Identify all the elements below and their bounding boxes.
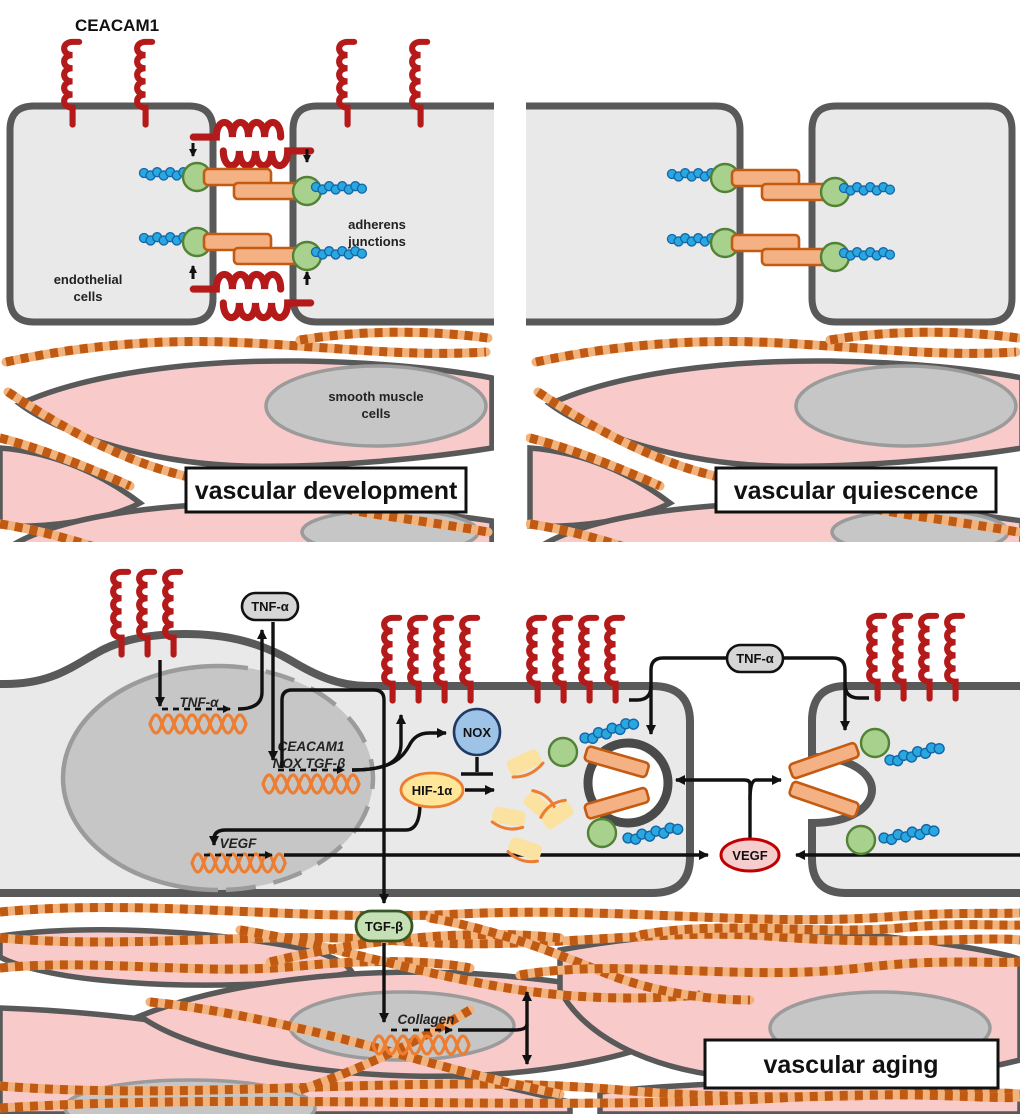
tgfb-badge: TGF-β [354, 909, 414, 943]
quiescence-label-box: vascular quiescence [714, 466, 998, 514]
smooth-muscle-layer: smooth muscle cells [0, 332, 492, 554]
panel-title: vascular quiescence [734, 477, 979, 505]
collagen-gene: Collagen [371, 991, 532, 1065]
tnf-gene: TNF-α [148, 695, 248, 735]
vegf-gene: VEGF [190, 836, 287, 874]
tnf-gene-label: TNF-α [179, 695, 219, 710]
panel-vascular-development: CEACAM1 endothelial cells adherens junct… [0, 16, 494, 554]
endothelial-cell [808, 682, 1020, 897]
nucleus [60, 663, 376, 893]
collagen-gene-label: Collagen [397, 1012, 454, 1027]
nox-enzyme: NOX [452, 707, 502, 757]
development-label-box: vascular development [184, 466, 468, 514]
panel-vascular-aging: TNF-α CEACAM1 NOX TGF-β VEGF [0, 572, 1020, 1114]
degraded-protein-fragments [490, 749, 574, 864]
tgfb-label: TGF-β [365, 919, 403, 934]
ceacam1-nox-tgfb-gene: CEACAM1 NOX TGF-β [261, 739, 361, 795]
smooth-muscle-label: cells [362, 406, 391, 421]
aging-label-box: vascular aging [703, 1038, 1000, 1090]
tnf-secreted-label: TNF-α [251, 599, 289, 614]
vegf-label: VEGF [732, 848, 767, 863]
endothelial-cell [6, 102, 217, 326]
nox-tgfb-gene-label: NOX TGF-β [273, 756, 346, 771]
ceacam1-gene-label: CEACAM1 [278, 739, 345, 754]
pathway-arrows [155, 622, 1020, 904]
endothelial-cell [526, 102, 744, 326]
hif1a-label: HIF-1α [412, 783, 453, 798]
smooth-muscle-label: smooth muscle [328, 389, 423, 404]
tnf-paracrine-label: TNF-α [736, 651, 774, 666]
nox-label: NOX [463, 725, 492, 740]
endothelial-cells-label: cells [74, 289, 103, 304]
junction-support-arrows [189, 143, 311, 285]
endothelial-cell [289, 102, 494, 326]
panel-title: vascular aging [763, 1051, 938, 1079]
adherens-junctions-label: adherens [348, 217, 406, 232]
vesicle [583, 738, 673, 828]
endothelial-cells-label: endothelial [54, 272, 123, 287]
endothelial-cell [808, 102, 1016, 326]
hif1a-protein: HIF-1α [399, 771, 495, 809]
vegf-badge: VEGF [719, 837, 781, 873]
tnf-secreted-badge: TNF-α [240, 591, 300, 622]
panel-vascular-quiescence: vascular quiescence [526, 102, 1020, 554]
tnf-paracrine-badge: TNF-α [725, 643, 785, 674]
panel-title: vascular development [195, 477, 458, 505]
adherens-junctions-label: junctions [347, 234, 406, 249]
vegf-gene-label: VEGF [220, 836, 258, 851]
smooth-muscle-layer [530, 332, 1020, 554]
nox-inhibition-tbar [461, 757, 493, 776]
ceacam1-title: CEACAM1 [75, 16, 159, 35]
disassembled-junction [788, 727, 947, 856]
dispersed-junction-components [547, 714, 685, 849]
